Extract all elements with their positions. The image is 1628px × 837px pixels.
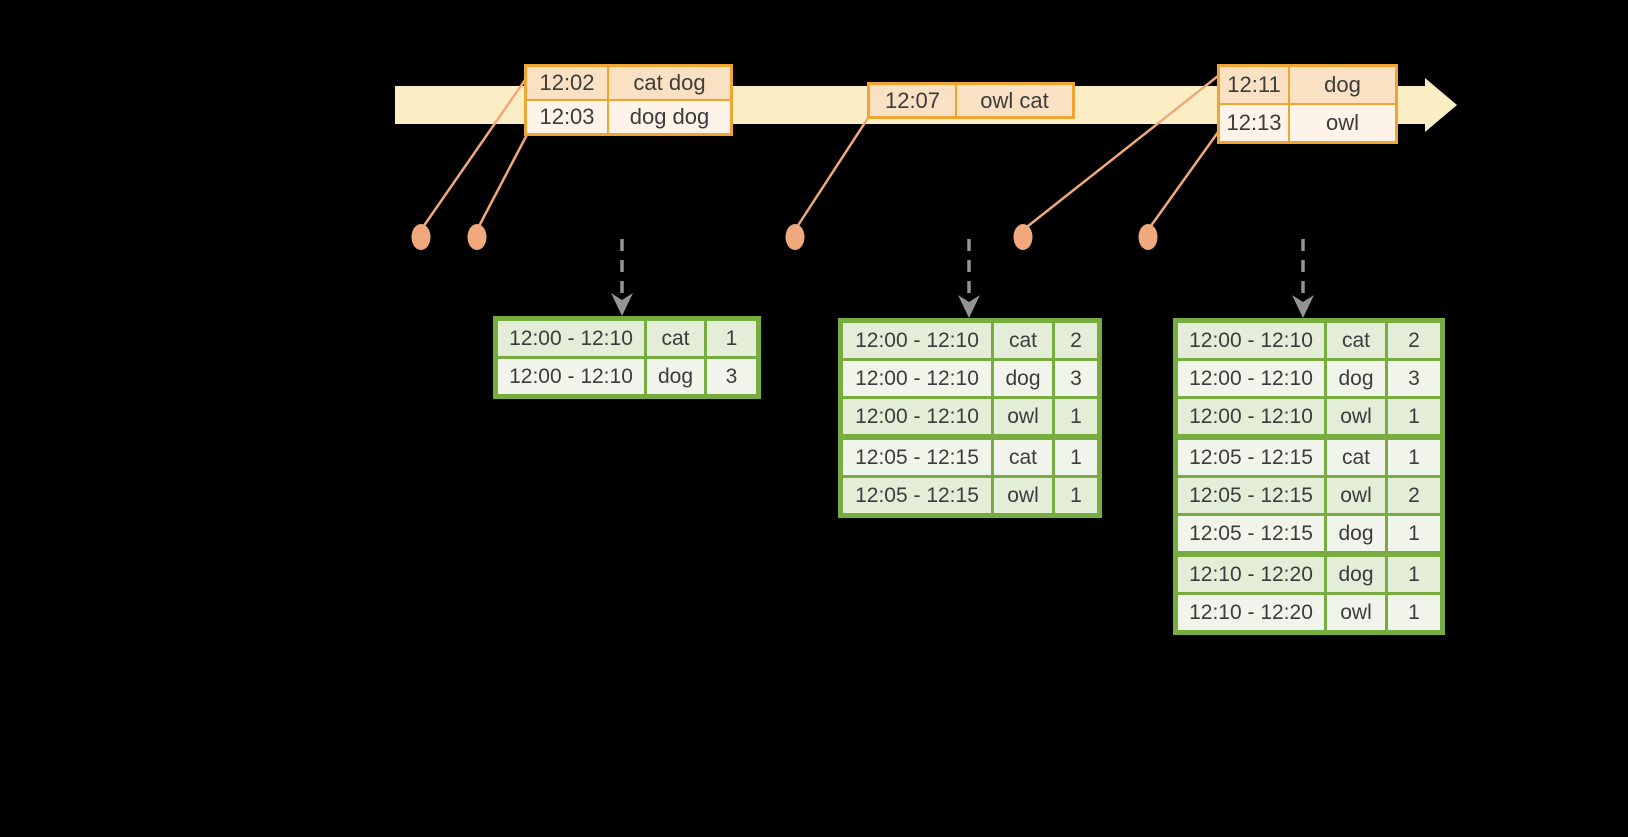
result-row: 12:00 - 12:10 owl 1: [1178, 399, 1440, 434]
result-row: 12:00 - 12:10 cat 1: [498, 321, 756, 356]
result-table-1: 12:00 - 12:10 cat 1 12:00 - 12:10 dog 3: [493, 316, 761, 399]
result-window: 12:05 - 12:15: [843, 440, 991, 475]
result-row: 12:05 - 12:15 cat 1: [843, 440, 1097, 475]
result-window: 12:10 - 12:20: [1178, 557, 1324, 592]
event-time: 12:07: [870, 85, 955, 116]
result-row: 12:00 - 12:10 cat 2: [843, 323, 1097, 358]
event-time: 12:13: [1220, 105, 1288, 141]
result-table-3: 12:00 - 12:10 cat 2 12:00 - 12:10 dog 3 …: [1173, 318, 1445, 635]
event-dot-12-03: [467, 224, 487, 250]
result-count: 1: [1388, 516, 1440, 551]
result-word: dog: [1327, 557, 1385, 592]
result-table-2: 12:00 - 12:10 cat 2 12:00 - 12:10 dog 3 …: [838, 318, 1102, 518]
result-row: 12:00 - 12:10 owl 1: [843, 399, 1097, 434]
result-count: 3: [1055, 361, 1097, 396]
result-row: 12:10 - 12:20 owl 1: [1178, 595, 1440, 630]
event-time: 12:11: [1220, 67, 1288, 103]
result-word: dog: [1327, 361, 1385, 396]
result-row: 12:00 - 12:10 dog 3: [498, 359, 756, 394]
result-row: 12:05 - 12:15 owl 1: [843, 478, 1097, 513]
result-word: owl: [1327, 595, 1385, 630]
event-time: 12:03: [527, 101, 607, 133]
result-word: owl: [1327, 478, 1385, 513]
event-dot-12-13: [1138, 224, 1158, 250]
result-word: dog: [1327, 516, 1385, 551]
result-row: 12:00 - 12:10 dog 3: [843, 361, 1097, 396]
result-count: 2: [1388, 323, 1440, 358]
event-words: dog: [1290, 67, 1395, 103]
result-window: 12:00 - 12:10: [843, 399, 991, 434]
event-dot-12-11: [1013, 224, 1033, 250]
result-word: cat: [994, 323, 1052, 358]
result-word: cat: [1327, 440, 1385, 475]
event-time: 12:02: [527, 67, 607, 99]
result-count: 2: [1055, 323, 1097, 358]
result-word: owl: [1327, 399, 1385, 434]
result-window: 12:00 - 12:10: [498, 321, 644, 356]
result-count: 3: [707, 359, 756, 394]
trigger-arrowhead-icon-3: [1292, 295, 1314, 318]
result-window: 12:00 - 12:10: [1178, 399, 1324, 434]
event-row: 12:02 cat dog: [527, 67, 730, 99]
result-row: 12:10 - 12:20 dog 1: [1178, 557, 1440, 592]
connector-line-12-11: [1022, 75, 1219, 231]
event-row: 12:13 owl: [1220, 105, 1395, 141]
result-count: 2: [1388, 478, 1440, 513]
trigger-arrowhead-icon-2: [958, 295, 980, 318]
result-row: 12:00 - 12:10 cat 2: [1178, 323, 1440, 358]
result-row: 12:05 - 12:15 dog 1: [1178, 516, 1440, 551]
event-words: cat dog: [609, 67, 730, 99]
result-word: cat: [647, 321, 704, 356]
result-word: owl: [994, 478, 1052, 513]
result-window: 12:00 - 12:10: [843, 323, 991, 358]
result-window: 12:00 - 12:10: [1178, 323, 1324, 358]
event-words: owl cat: [957, 85, 1072, 116]
event-table-batch-3: 12:11 dog 12:13 owl: [1217, 64, 1398, 144]
result-count: 1: [1388, 557, 1440, 592]
event-row: 12:07 owl cat: [870, 85, 1072, 116]
result-window: 12:00 - 12:10: [498, 359, 644, 394]
result-word: owl: [994, 399, 1052, 434]
result-count: 1: [1388, 595, 1440, 630]
result-word: cat: [994, 440, 1052, 475]
event-dot-12-07: [785, 224, 805, 250]
result-word: dog: [647, 359, 704, 394]
result-row: 12:00 - 12:10 dog 3: [1178, 361, 1440, 396]
result-count: 1: [1055, 478, 1097, 513]
event-words: dog dog: [609, 101, 730, 133]
result-window: 12:05 - 12:15: [1178, 440, 1324, 475]
result-count: 1: [1055, 440, 1097, 475]
result-count: 1: [707, 321, 756, 356]
result-window: 12:10 - 12:20: [1178, 595, 1324, 630]
connector-line-12-02: [419, 79, 527, 231]
result-count: 3: [1388, 361, 1440, 396]
result-word: cat: [1327, 323, 1385, 358]
trigger-arrowhead-icon-1: [611, 293, 633, 316]
event-words: owl: [1290, 105, 1395, 141]
connector-line-12-03: [475, 126, 533, 231]
result-row: 12:05 - 12:15 owl 2: [1178, 478, 1440, 513]
result-row: 12:05 - 12:15 cat 1: [1178, 440, 1440, 475]
result-count: 1: [1055, 399, 1097, 434]
result-count: 1: [1388, 399, 1440, 434]
connector-line-12-13: [1146, 127, 1223, 231]
event-table-batch-2: 12:07 owl cat: [867, 82, 1075, 119]
connector-line-12-07: [793, 117, 870, 231]
event-row: 12:03 dog dog: [527, 101, 730, 133]
result-word: dog: [994, 361, 1052, 396]
event-table-batch-1: 12:02 cat dog 12:03 dog dog: [524, 64, 733, 136]
result-count: 1: [1388, 440, 1440, 475]
result-window: 12:05 - 12:15: [1178, 516, 1324, 551]
event-row: 12:11 dog: [1220, 67, 1395, 103]
result-window: 12:05 - 12:15: [1178, 478, 1324, 513]
result-window: 12:05 - 12:15: [843, 478, 991, 513]
result-window: 12:00 - 12:10: [843, 361, 991, 396]
event-dot-12-02: [411, 224, 431, 250]
result-window: 12:00 - 12:10: [1178, 361, 1324, 396]
